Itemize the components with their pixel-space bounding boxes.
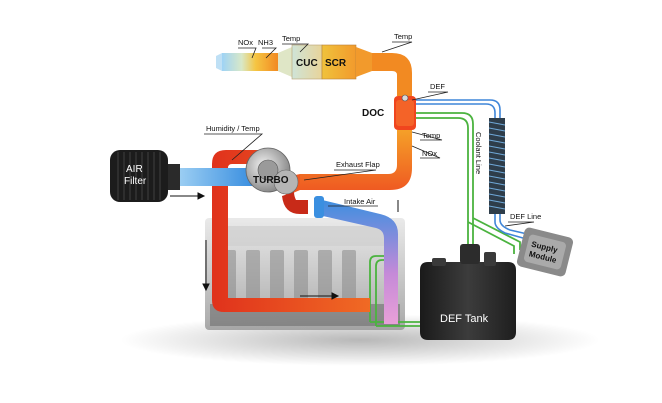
label-air-filter-2: Filter: [124, 176, 147, 187]
label-def-line: DEF Line: [510, 212, 541, 221]
label-cuc: CUC: [296, 58, 318, 69]
lead-exhaust-flap: [303, 169, 377, 181]
lead-temp-top-left: [282, 43, 309, 53]
exhaust-manifold-loop: [212, 150, 370, 312]
exhaust-outlet-pipe: [216, 47, 292, 77]
label-def-tank: DEF Tank: [440, 313, 489, 325]
label-intake-air: Intake Air: [344, 197, 376, 206]
lead-nox-top: [238, 47, 257, 59]
lead-def-top: [411, 91, 449, 101]
engine-block-icon: [205, 218, 405, 330]
scr-catalyst: [321, 44, 372, 80]
def-tank-icon: [420, 244, 516, 340]
turbo-icon: [245, 147, 299, 195]
label-coolant-line: Coolant Line: [474, 132, 483, 174]
label-temp-top-left: Temp: [282, 34, 300, 43]
label-temp-top-right: Temp: [394, 32, 412, 41]
lead-nox-right: [411, 145, 441, 159]
intake-air-pipe: [170, 168, 398, 324]
exhaust-down-pipe: [300, 130, 412, 190]
label-nh3: NH3: [258, 38, 273, 47]
lead-temp-top-right: [381, 41, 413, 53]
label-humidity-temp: Humidity / Temp: [206, 124, 260, 133]
label-temp-doc: Temp: [422, 131, 440, 140]
label-doc: DOC: [362, 108, 384, 119]
supply-module-icon: [516, 227, 574, 277]
label-nox-right: NOx: [422, 149, 437, 158]
lead-humidity: [204, 133, 264, 161]
doc-catalyst: [394, 94, 416, 130]
lead-def-line: [504, 221, 535, 227]
label-exhaust-flap: Exhaust Flap: [336, 160, 380, 169]
exhaust-elbow-pipe: [372, 53, 412, 96]
label-nox-top: NOx: [238, 38, 253, 47]
coolant-coil: [488, 118, 506, 214]
lead-temp-doc: [411, 131, 443, 141]
label-scr: SCR: [325, 58, 347, 69]
flow-arrows: [170, 192, 399, 300]
air-filter-icon: [110, 150, 180, 202]
label-def-top: DEF: [430, 82, 445, 91]
label-air-filter-1: AIR: [126, 164, 143, 175]
label-turbo: TURBO: [253, 175, 289, 186]
lead-nh3: [262, 47, 277, 59]
